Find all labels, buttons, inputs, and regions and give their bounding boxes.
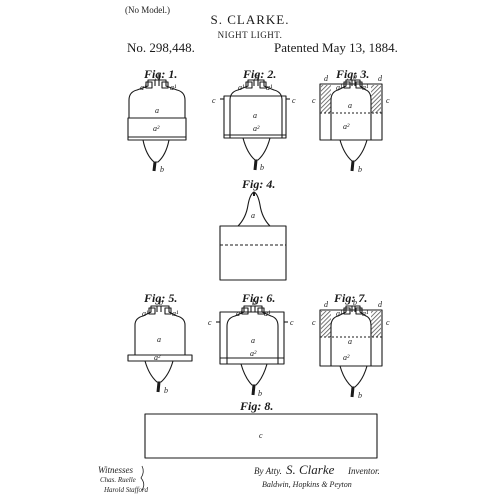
fig-5-label: Fig: 5.	[143, 291, 177, 305]
ref-a1: a¹	[362, 83, 369, 92]
signature-block: Witnesses Chas. Ruelle Harold Stafford B…	[98, 462, 380, 494]
ref-b: b	[260, 163, 264, 172]
ref-b: b	[252, 298, 256, 307]
attorneys-signature: Baldwin, Hopkins & Peyton	[262, 480, 352, 489]
ref-b: b	[358, 165, 362, 174]
ref-a1: a¹	[336, 83, 343, 92]
ref-a1: a¹	[170, 83, 177, 92]
ref-c: c	[292, 96, 296, 105]
ref-b: b	[159, 298, 163, 307]
fig-5-drawing	[127, 305, 193, 393]
inventor-name: S. CLARKE.	[210, 12, 290, 27]
patent-date: Patented May 13, 1884.	[274, 40, 398, 55]
fig-3-label: Fig: 3.	[335, 67, 369, 81]
ref-d: d	[324, 300, 329, 309]
no-model-note: (No Model.)	[125, 5, 170, 15]
witness-1-signature: Chas. Ruelle	[100, 476, 136, 484]
ref-a1: a¹	[238, 83, 245, 92]
ref-d: d	[378, 74, 383, 83]
fig-1-label: Fig: 1.	[143, 67, 177, 81]
ref-a1: a¹	[172, 309, 179, 318]
fig-4-drawing	[219, 191, 287, 281]
ref-a: a	[348, 337, 352, 346]
fig-2-label: Fig: 2.	[242, 67, 276, 81]
witnesses-label: Witnesses	[98, 465, 133, 475]
ref-b: b	[164, 386, 168, 395]
ref-c: c	[386, 96, 390, 105]
ref-a: a	[157, 335, 161, 344]
ref-b: b	[353, 72, 357, 81]
fig-8-drawing	[144, 413, 378, 459]
inventor-role: Inventor.	[347, 466, 380, 476]
patent-number: No. 298,448.	[127, 40, 195, 55]
ref-c: c	[212, 96, 216, 105]
attorney-prefix: By Atty.	[254, 466, 282, 476]
ref-a2: a²	[250, 349, 257, 358]
ref-c: c	[290, 318, 294, 327]
fig-7-drawing	[319, 305, 383, 398]
ref-b: b	[157, 72, 161, 81]
fig-4-label: Fig: 4.	[241, 177, 275, 191]
fig-2-drawing	[220, 79, 290, 171]
fig-6-drawing	[216, 305, 288, 396]
ref-b: b	[258, 389, 262, 398]
fig-8-label: Fig: 8.	[239, 399, 273, 413]
ref-a1: a¹	[336, 309, 343, 318]
ref-a: a	[155, 106, 159, 115]
ref-a2: a²	[343, 353, 350, 362]
ref-c: c	[259, 431, 263, 440]
ref-a1: a¹	[362, 309, 369, 318]
fig-7-label: Fig: 7.	[333, 291, 367, 305]
ref-a1: a¹	[142, 309, 149, 318]
fig-6-label: Fig: 6.	[241, 291, 275, 305]
fig-1-drawing	[127, 79, 187, 172]
ref-a: a	[251, 336, 255, 345]
witness-2-signature: Harold Stafford	[103, 486, 149, 494]
invention-title: NIGHT LIGHT.	[217, 30, 283, 40]
ref-a1: a¹	[140, 83, 147, 92]
ref-b: b	[358, 391, 362, 400]
ref-a2: a²	[343, 122, 350, 131]
ref-c: c	[312, 318, 316, 327]
ref-a1: a¹	[236, 309, 243, 318]
ref-c: c	[386, 318, 390, 327]
ref-a2: a²	[253, 124, 260, 133]
ref-c: c	[312, 96, 316, 105]
ref-a2: a²	[153, 124, 160, 133]
ref-b: b	[353, 298, 357, 307]
ref-a1: a¹	[266, 83, 273, 92]
ref-b: b	[255, 72, 259, 81]
ref-d: d	[324, 74, 329, 83]
inventor-signature: S. Clarke	[286, 462, 335, 477]
ref-c: c	[208, 318, 212, 327]
ref-a: a	[253, 111, 257, 120]
ref-a: a	[348, 101, 352, 110]
fig-3-drawing	[319, 79, 383, 172]
ref-d: d	[378, 300, 383, 309]
ref-a1: a¹	[264, 309, 271, 318]
ref-a: a	[251, 211, 255, 220]
ref-b: b	[160, 165, 164, 174]
ref-a2: a²	[154, 353, 161, 362]
